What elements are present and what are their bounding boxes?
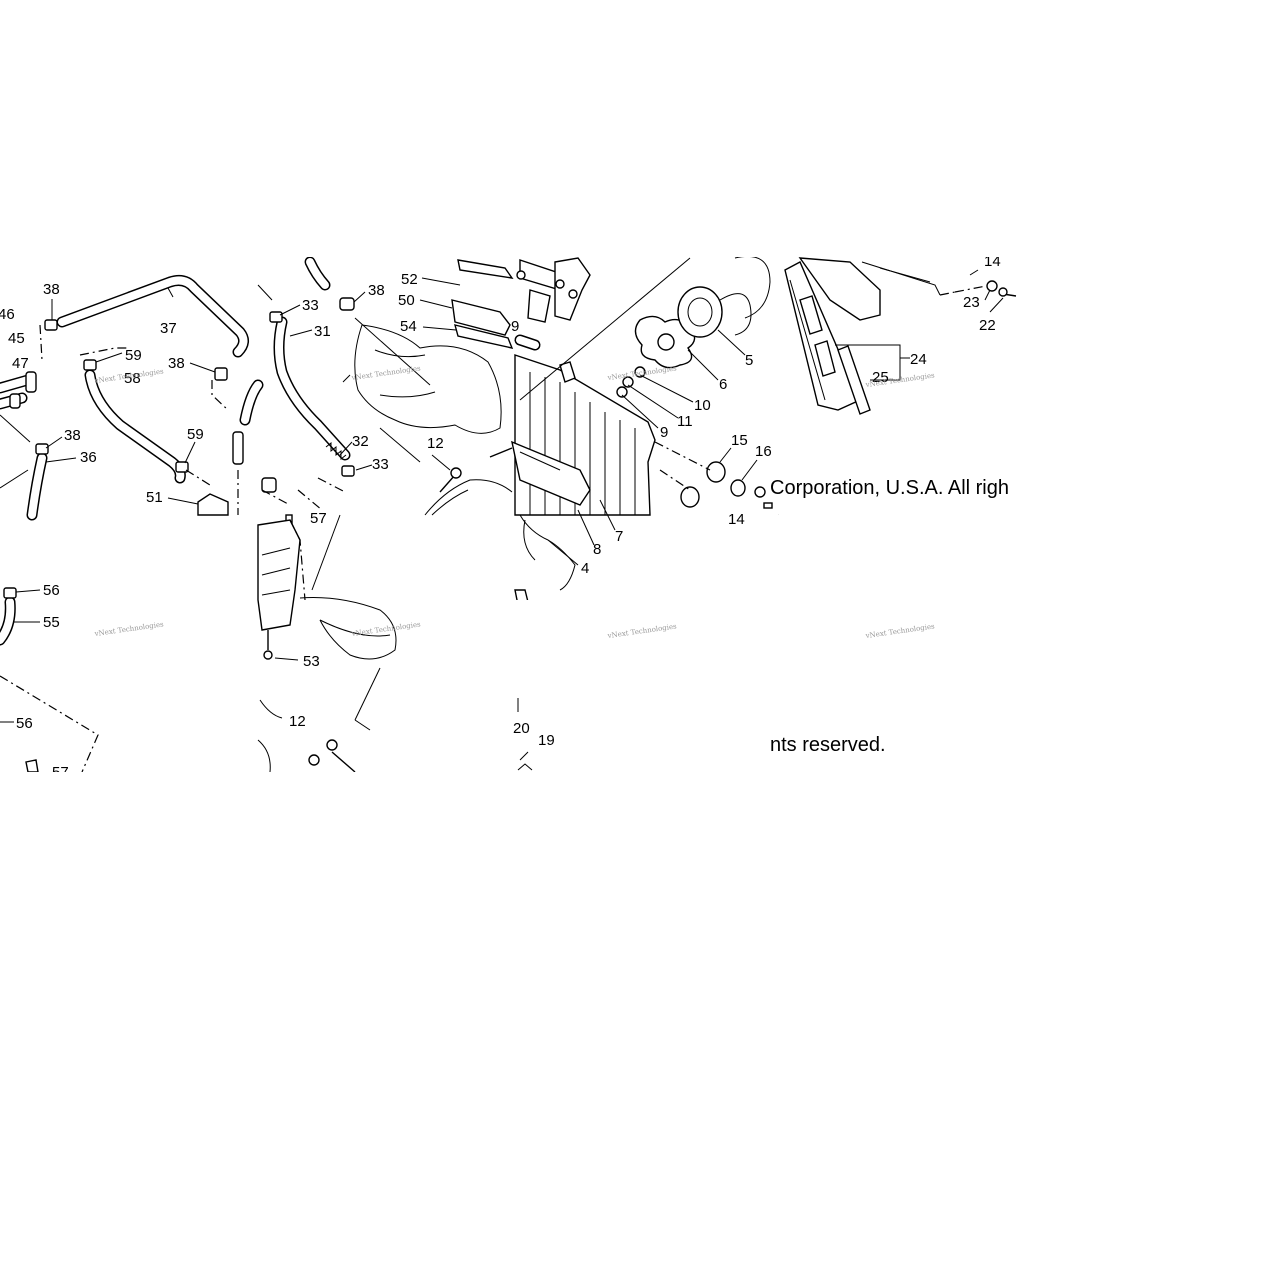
callout-54: 54 <box>400 318 417 335</box>
callout-12: 12 <box>289 713 306 730</box>
callout-22: 22 <box>979 317 996 334</box>
callout-6: 6 <box>719 376 727 393</box>
callout-56: 56 <box>16 715 33 732</box>
callout-24: 24 <box>910 351 927 368</box>
callout-11: 11 <box>677 413 693 430</box>
callout-10: 10 <box>694 397 711 414</box>
callout-12: 12 <box>427 435 444 452</box>
callout-38: 38 <box>168 355 185 372</box>
callout-16: 16 <box>755 443 772 460</box>
callout-53: 53 <box>303 653 320 670</box>
callout-5: 5 <box>745 352 753 369</box>
callout-38: 38 <box>368 282 385 299</box>
callout-32: 32 <box>352 433 369 450</box>
callout-51: 51 <box>146 489 163 506</box>
callout-14: 14 <box>728 511 745 528</box>
tile-top-middle-left <box>257 256 514 530</box>
callout-37: 37 <box>160 320 177 337</box>
callout-8: 8 <box>593 541 601 558</box>
tile-bottom-middle-right <box>517 698 533 771</box>
callout-9: 9 <box>660 424 668 441</box>
tile-bottom-middle-left <box>257 514 397 773</box>
callout-31: 31 <box>314 323 331 340</box>
copyright-line-2-overlay: nts reserved. <box>770 734 886 756</box>
callout-55: 55 <box>43 614 60 631</box>
callout-59: 59 <box>125 347 142 364</box>
callout-47: 47 <box>12 355 29 372</box>
tile-top-left <box>0 275 264 521</box>
watermark-2: vNext Technologies <box>350 364 421 382</box>
watermark-5: vNext Technologies <box>93 620 164 638</box>
callout-7: 7 <box>615 528 623 545</box>
callout-57: 57 <box>310 510 327 527</box>
callout-4: 4 <box>581 560 589 577</box>
callout-59: 59 <box>187 426 204 443</box>
tile-bottom-left <box>0 587 99 773</box>
callout-33: 33 <box>372 456 389 473</box>
callout-45: 45 <box>8 330 25 347</box>
callout-38: 38 <box>64 427 81 444</box>
tile-top-middle-right <box>489 256 771 606</box>
callout-15: 15 <box>731 432 748 449</box>
callout-56: 56 <box>43 582 60 599</box>
callout-52: 52 <box>401 271 418 288</box>
callout-25: 25 <box>872 369 889 386</box>
callout-33: 33 <box>302 297 319 314</box>
copyright-line-1: Corporation, U.S.A. All righ <box>770 477 1009 499</box>
callout-14: 14 <box>984 253 1001 270</box>
callout-58: 58 <box>124 370 141 387</box>
callout-50: 50 <box>398 292 415 309</box>
callout-9: 9 <box>511 318 519 335</box>
callout-38: 38 <box>43 281 60 298</box>
callout-46: 46 <box>0 306 15 323</box>
callout-20: 20 <box>513 720 530 737</box>
callout-36: 36 <box>80 449 97 466</box>
tile-top-right <box>754 257 1017 519</box>
callout-19: 19 <box>538 732 555 749</box>
callout-labels: 46 45 47 38 37 59 58 38 38 36 59 51 33 3… <box>0 253 1001 781</box>
callout-23: 23 <box>963 294 980 311</box>
